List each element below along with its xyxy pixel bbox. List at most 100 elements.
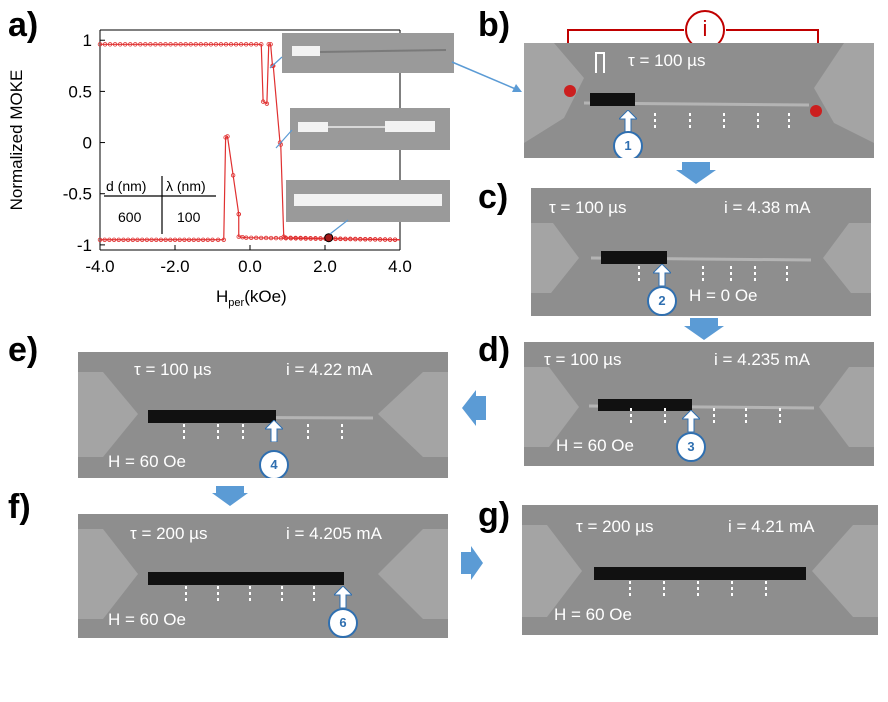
- data-point: [377, 237, 383, 242]
- data-point: [208, 42, 214, 47]
- panel-c-up-arrow: [653, 264, 671, 286]
- panel-d-up-arrow: [682, 410, 700, 432]
- data-point: [163, 42, 168, 47]
- data-point: [196, 237, 201, 242]
- data-point: [112, 42, 118, 47]
- panel-e-pulse-width: τ = 100 µs: [134, 360, 212, 379]
- data-point: [153, 42, 158, 47]
- data-point: [213, 42, 219, 47]
- data-point: [249, 235, 254, 240]
- data-point: [121, 237, 126, 242]
- data-point: [122, 42, 128, 47]
- data-point: [268, 235, 274, 241]
- x-axis-label-unit: (kOe): [244, 287, 287, 306]
- data-point: [107, 42, 113, 47]
- panel-d-field: H = 60 Oe: [556, 436, 634, 455]
- data-point: [203, 42, 209, 47]
- panel-f-current: i = 4.205 mA: [286, 524, 382, 543]
- panel-d-image: τ = 100 µs i = 4.235 mA H = 60 Oe 3: [524, 342, 874, 466]
- data-point: [273, 235, 279, 241]
- y-tick-label: -0.5: [63, 185, 92, 204]
- table-value-d: 600: [118, 209, 142, 225]
- data-point: [218, 42, 224, 47]
- data-point: [97, 42, 103, 47]
- table-header-d: d (nm): [106, 178, 146, 194]
- arrow-e-to-f: [212, 486, 248, 506]
- panel-g-pulse-width: τ = 200 µs: [576, 517, 654, 536]
- panel-f-pulse-width: τ = 200 µs: [130, 524, 208, 543]
- panel-label-d: d): [478, 331, 511, 369]
- data-point: [258, 235, 264, 241]
- data-point: [148, 42, 153, 47]
- panel-e-up-arrow: [265, 420, 283, 442]
- y-axis-label: Normalized MOKE: [7, 70, 26, 211]
- x-axis-label-main: H: [216, 287, 228, 306]
- panel-c-current: i = 4.38 mA: [724, 198, 811, 217]
- data-point: [293, 235, 298, 241]
- data-point: [193, 42, 198, 47]
- panel-f-up-arrow: [334, 586, 352, 608]
- x-tick-label: -4.0: [85, 257, 114, 276]
- data-point: [102, 237, 107, 242]
- data-point: [233, 42, 239, 47]
- panel-label-a: a): [8, 6, 39, 44]
- data-point: [230, 173, 236, 178]
- data-point: [182, 237, 187, 242]
- data-point: [348, 236, 353, 242]
- panel-e-step-badge: 4: [259, 450, 289, 478]
- x-tick-label: 2.0: [313, 257, 337, 276]
- circuit-current-label: i: [702, 16, 708, 41]
- data-point: [191, 237, 196, 242]
- x-tick-label: -2.0: [160, 257, 189, 276]
- data-point: [268, 42, 273, 47]
- data-point: [367, 237, 373, 242]
- data-point: [138, 42, 143, 47]
- data-point: [392, 237, 398, 242]
- data-point: [254, 42, 259, 47]
- panel-g-image: τ = 200 µs i = 4.21 mA H = 60 Oe: [522, 505, 878, 635]
- data-point: [128, 42, 133, 47]
- data-point: [139, 237, 145, 242]
- data-point: [333, 236, 338, 241]
- inset-table: d (nm) λ (nm) 600 100: [104, 176, 216, 234]
- data-point: [248, 42, 254, 47]
- x-tick-label: 0.0: [238, 257, 262, 276]
- data-point: [130, 237, 136, 242]
- data-point: [303, 235, 308, 241]
- data-point: [259, 42, 264, 47]
- data-point: [177, 237, 182, 242]
- panel-d-step-badge: 3: [676, 432, 706, 462]
- data-point: [298, 235, 303, 241]
- data-point: [178, 42, 183, 47]
- panel-c-step-badge: 2: [647, 286, 677, 316]
- data-point: [210, 237, 215, 242]
- data-point: [144, 237, 150, 242]
- data-point: [163, 237, 168, 242]
- data-point: [198, 42, 203, 47]
- panel-c-field: H = 0 Oe: [689, 286, 758, 305]
- panel-e-current: i = 4.22 mA: [286, 360, 373, 379]
- data-point: [266, 42, 271, 47]
- y-tick-label: -1: [77, 236, 92, 255]
- data-point: [253, 235, 259, 241]
- y-tick-label: 0: [83, 134, 92, 153]
- panel-f-step-badge: 6: [328, 608, 358, 638]
- data-point: [183, 42, 188, 47]
- data-point: [238, 42, 244, 47]
- panel-d-current: i = 4.235 mA: [714, 350, 810, 369]
- data-point: [353, 236, 358, 242]
- panel-g-field: H = 60 Oe: [554, 605, 632, 624]
- panel-d-pulse-width: τ = 100 µs: [544, 350, 622, 369]
- data-point: [168, 42, 173, 47]
- panel-label-e: e): [8, 331, 39, 369]
- inset-pointers: [269, 56, 349, 235]
- data-point: [382, 237, 388, 242]
- data-point: [288, 235, 293, 241]
- data-point: [225, 134, 230, 139]
- panel-b-up-arrow: [619, 110, 637, 132]
- highlighted-data-point: [324, 233, 334, 243]
- arrow-d-to-e: [462, 390, 486, 426]
- table-value-lambda: 100: [177, 209, 201, 225]
- data-point: [173, 42, 178, 47]
- data-point: [308, 235, 313, 241]
